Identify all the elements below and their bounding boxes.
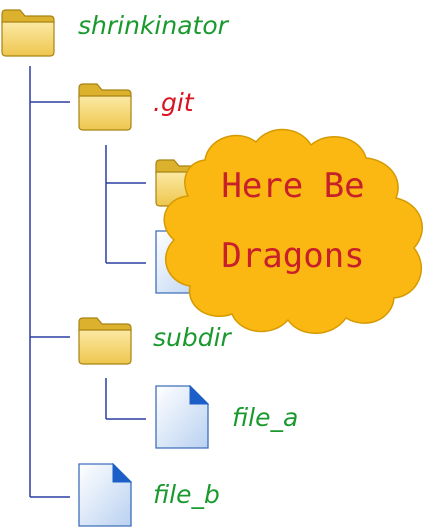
file-a-label: file_a <box>232 403 299 432</box>
root-folder-icon <box>1 9 55 57</box>
subdir-folder-label: subdir <box>153 323 231 352</box>
here-be-dragons-cloud <box>163 128 423 334</box>
git-folder-icon <box>78 83 132 131</box>
tree-connectors <box>29 66 146 498</box>
file-a-icon <box>155 385 209 449</box>
callout-line-1: Here Be <box>221 166 365 206</box>
file-b-label: file_b <box>153 480 220 509</box>
git-folder-label: .git <box>153 88 194 117</box>
callout-line-2: Dragons <box>221 236 365 276</box>
cloud-shape <box>163 128 423 334</box>
root-folder-label: shrinkinator <box>78 11 228 40</box>
file-b-icon <box>78 463 132 527</box>
subdir-folder-icon <box>78 317 132 365</box>
